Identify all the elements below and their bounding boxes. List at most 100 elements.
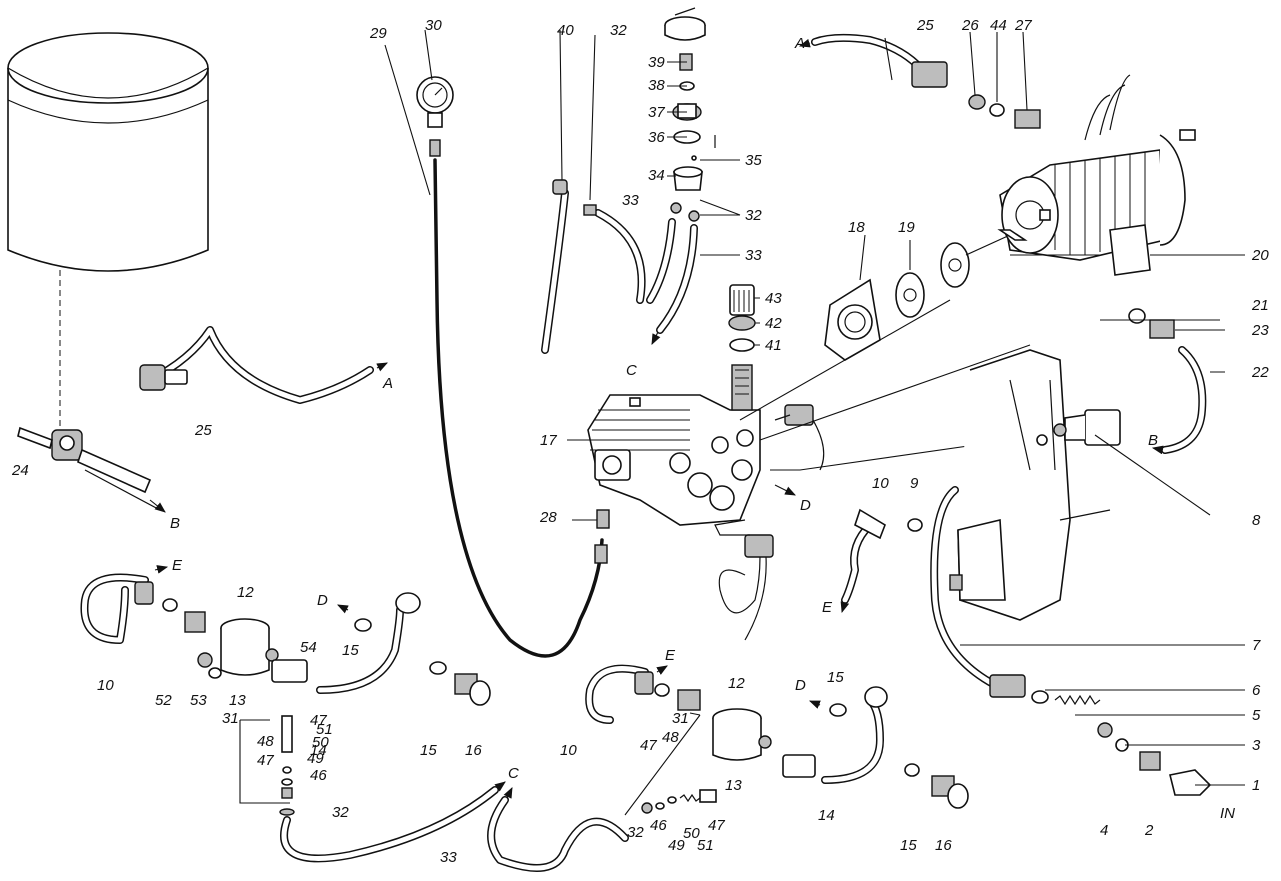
label-25-tank: 25: [194, 422, 212, 439]
label-33-a: 33: [622, 192, 639, 209]
nut-26: [968, 94, 986, 110]
label-22: 22: [1251, 364, 1269, 381]
part-labels: 1 2 3 4 5 6 7 8 9 10 10 10 12 12 13 13 1…: [11, 17, 1269, 866]
label-16-right: 16: [935, 837, 952, 854]
unloader-valve: [664, 7, 716, 222]
label-49-right: 49: [668, 837, 685, 854]
label-4: 4: [1100, 822, 1108, 839]
cap-43: [729, 284, 755, 316]
water-tank: [7, 32, 209, 440]
label-40: 40: [557, 22, 574, 39]
connector-IN: IN: [1220, 805, 1235, 822]
label-47-c: 47: [640, 737, 657, 754]
label-52: 52: [155, 692, 172, 709]
ring-9: [907, 518, 923, 532]
label-34: 34: [648, 167, 665, 184]
nut-42: [728, 315, 756, 331]
connector-C-top: C: [626, 362, 637, 379]
quick-coupler-1: [1169, 769, 1212, 796]
pressure-gauge-30: [416, 76, 454, 157]
label-3: 3: [1252, 737, 1261, 754]
label-10-mid: 10: [560, 742, 577, 759]
connector-D-pump: D: [800, 497, 811, 514]
label-10-left: 10: [97, 677, 114, 694]
label-49-left: 49: [307, 750, 324, 767]
label-32-top: 32: [610, 22, 627, 39]
label-47-d: 47: [708, 817, 725, 834]
connector-D-left: D: [317, 592, 328, 609]
connector-B-right: B: [1148, 432, 1158, 449]
label-39: 39: [648, 54, 665, 71]
label-32-valve: 32: [745, 207, 762, 224]
label-42: 42: [765, 315, 782, 332]
label-33-c: 33: [440, 849, 457, 866]
label-14-left: 14: [310, 742, 327, 759]
label-51-left: 51: [316, 721, 333, 738]
label-23: 23: [1251, 322, 1269, 339]
label-31-right: 31: [672, 710, 689, 727]
label-5: 5: [1252, 707, 1261, 724]
filter-8: [1036, 409, 1121, 446]
label-51-right: 51: [697, 837, 714, 854]
label-32-right: 32: [627, 824, 644, 841]
ring-21: [1128, 308, 1146, 324]
label-44: 44: [990, 17, 1007, 34]
label-31-left: 31: [222, 710, 239, 727]
pump-sensor-cable: [714, 519, 774, 641]
connector-C-left: C: [508, 765, 519, 782]
connector-labels: A A B B C C D D D E E E IN: [170, 35, 1235, 822]
label-27: 27: [1014, 17, 1032, 34]
tank-fitting-24: [17, 426, 161, 511]
connector-E-frame: E: [822, 599, 833, 616]
fitting-2: [1139, 751, 1161, 771]
nut-4: [1097, 722, 1113, 738]
label-37: 37: [648, 104, 665, 121]
label-15-c: 15: [827, 669, 844, 686]
label-18: 18: [848, 219, 865, 236]
label-7: 7: [1252, 637, 1261, 654]
label-13-right: 13: [725, 777, 742, 794]
coupling-19: [895, 234, 1011, 318]
label-30: 30: [425, 17, 442, 34]
label-16-left: 16: [465, 742, 482, 759]
label-2: 2: [1144, 822, 1154, 839]
connector-D-right: D: [795, 677, 806, 694]
label-38: 38: [648, 77, 665, 94]
label-19: 19: [898, 219, 915, 236]
connector-E-left: E: [172, 557, 183, 574]
label-32-left: 32: [332, 804, 349, 821]
motor-20: [997, 74, 1196, 276]
label-36: 36: [648, 129, 665, 146]
ring-44: [989, 103, 1005, 117]
label-13-left: 13: [229, 692, 246, 709]
label-24: 24: [11, 462, 29, 479]
label-33-b: 33: [745, 247, 762, 264]
connector-A-tank: A: [382, 375, 393, 392]
filter-group-left: [80, 573, 491, 816]
label-50-left: 50: [312, 734, 329, 751]
label-14-right: 14: [818, 807, 835, 824]
label-15-a: 15: [342, 642, 359, 659]
fitting-23: [1149, 319, 1175, 339]
label-54: 54: [300, 639, 317, 656]
label-21: 21: [1251, 297, 1269, 314]
label-50-right: 50: [683, 825, 700, 842]
pump-17: [587, 364, 761, 526]
label-48-left: 48: [257, 733, 274, 750]
label-12-right: 12: [728, 675, 745, 692]
bypass-hose-33-lower: [280, 786, 499, 863]
fitting-28: [596, 509, 610, 529]
bell-housing-18: [824, 278, 881, 361]
gauge-cable-29: [433, 158, 604, 658]
label-9: 9: [910, 475, 919, 492]
connector-A-top: A: [794, 35, 805, 52]
label-20: 20: [1251, 247, 1269, 264]
label-48-right: 48: [662, 729, 679, 746]
label-12-left: 12: [237, 584, 254, 601]
label-47-b: 47: [257, 752, 274, 769]
label-29: 29: [369, 25, 387, 42]
label-15-b: 15: [420, 742, 437, 759]
pressure-switch: [774, 404, 825, 471]
label-43: 43: [765, 290, 782, 307]
